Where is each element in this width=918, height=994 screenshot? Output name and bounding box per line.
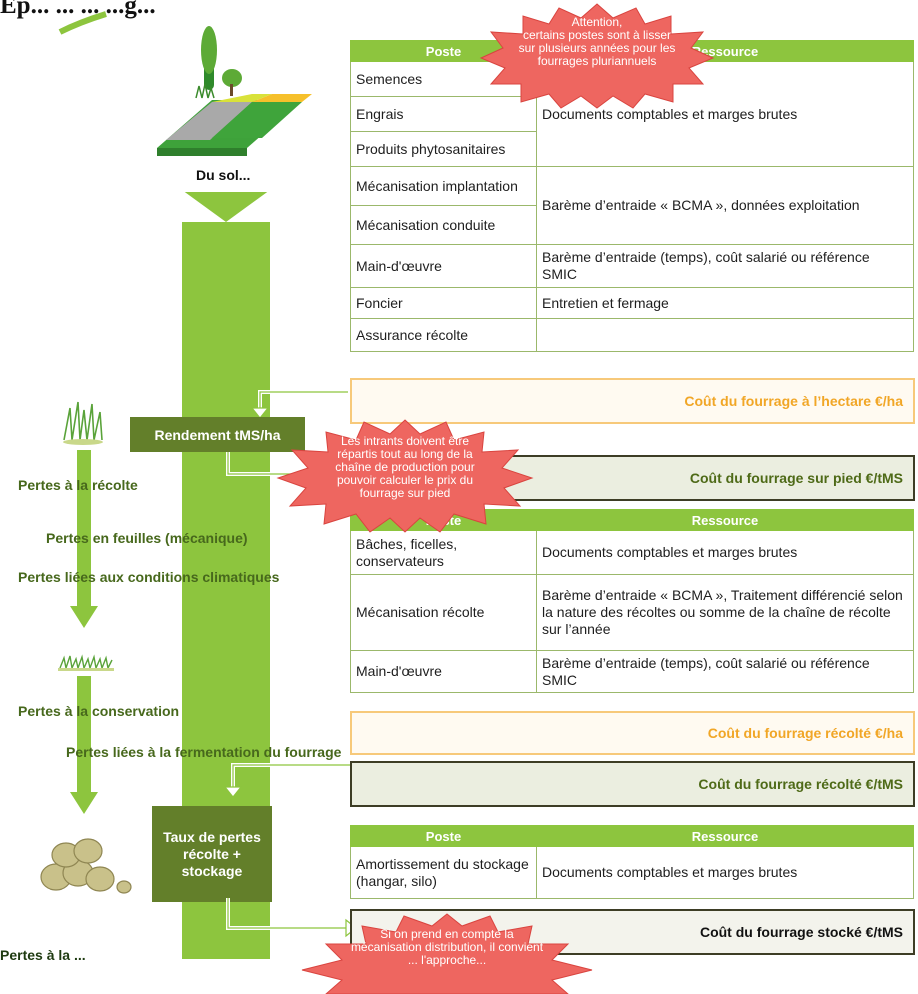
mown-grass-icon xyxy=(58,654,114,671)
ressource-cell: Barème d’entraide « BCMA », Traitement d… xyxy=(536,574,914,651)
poste-cell: Foncier xyxy=(350,287,537,319)
ressource-cell: Barème d’entraide (temps), coût salarié … xyxy=(536,244,914,288)
ressource-cell: Entretien et fermage xyxy=(536,287,914,319)
field-illustration xyxy=(157,26,312,156)
attention-note: Attention, certains postes sont à lisser… xyxy=(500,16,694,68)
table-stockage: Poste Ressource Amortissement du stockag… xyxy=(350,825,914,899)
burst-line: Si on prend en compte la xyxy=(380,927,514,941)
ressource-cell: Documents comptables et marges brutes xyxy=(536,530,914,575)
intrants-burst-icon xyxy=(276,419,534,533)
burst-line: Les intrants doivent être xyxy=(340,434,470,448)
poste-cell: Main-d'œuvre xyxy=(350,244,537,288)
ressource-cell xyxy=(536,318,914,352)
poste-cell: Main-d'œuvre xyxy=(350,650,537,693)
poste-cell: Produits phytosanitaires xyxy=(350,131,537,167)
ressource-cell: Barème d’entraide (temps), coût salarié … xyxy=(536,650,914,693)
header-ressource: Ressource xyxy=(536,825,914,847)
connector-arrow-icon xyxy=(223,763,350,798)
ressource-cell: Documents comptables et marges brutes xyxy=(536,846,914,899)
burst-line: fourrage sur pied xyxy=(359,486,451,500)
loss-arrow-icon xyxy=(70,450,98,628)
burst-line: pouvoir calculer le prix du xyxy=(336,473,474,487)
header-poste: Poste xyxy=(350,825,537,847)
top-arrow-icon xyxy=(58,11,107,35)
burst-line: ... l'approche... xyxy=(407,953,487,967)
pertes-climat-label: Pertes liées aux conditions climatiques xyxy=(18,569,280,585)
distribution-note: Si on prend en compte la mécanisation di… xyxy=(318,928,576,967)
burst-line: fourrages pluriannuels xyxy=(537,54,657,68)
poste-cell: Assurance récolte xyxy=(350,318,537,352)
taux-pertes-box: Taux de pertes récolte + stockage xyxy=(152,806,272,902)
burst-line: Attention, xyxy=(571,15,623,29)
pertes-conservation-label: Pertes à la conservation xyxy=(18,703,180,719)
cost-recolte-ha-box: Coût du fourrage récolté €/ha xyxy=(350,711,915,755)
cost-hectare-box: Coût du fourrage à l’hectare €/ha xyxy=(350,378,915,424)
loss-arrow-icon xyxy=(70,676,98,814)
pertes-fermentation-label: Pertes liées à la fermentation du fourra… xyxy=(66,744,342,760)
intrants-note: Les intrants doivent être répartis tout … xyxy=(296,435,514,500)
poste-cell: Amortissement du stockage (hangar, silo) xyxy=(350,846,537,899)
burst-line: sur plusieurs années pour les xyxy=(518,41,676,55)
bales-icon xyxy=(40,838,132,894)
poste-cell: Mécanisation récolte xyxy=(350,574,537,651)
pertes-bottom-label: Pertes à la ... xyxy=(0,947,86,963)
page-title: Ép... ... ... ...g... xyxy=(0,0,156,19)
poste-cell: Bâches, ficelles, conservateurs xyxy=(350,530,537,575)
connector-arrow-icon xyxy=(250,390,350,419)
pertes-recolte-label: Pertes à la récolte xyxy=(18,477,138,493)
du-sol-label: Du sol... xyxy=(196,167,251,183)
burst-line: répartis tout au long de la xyxy=(337,447,473,461)
rendement-box: Rendement tMS/ha xyxy=(130,417,305,452)
grass-icon xyxy=(63,401,103,445)
header-ressource: Ressource xyxy=(536,509,914,531)
burst-line: mécanisation distribution, il convient xyxy=(350,940,544,954)
burst-line: certains postes sont à lisser xyxy=(522,28,672,42)
pertes-feuilles-label: Pertes en feuilles (mécanique) xyxy=(46,530,248,546)
table-recolte: Poste Ressource Bâches, ficelles, conser… xyxy=(350,509,914,693)
poste-cell: Mécanisation implantation xyxy=(350,166,537,206)
burst-line: chaîne de production pour xyxy=(335,460,475,474)
poste-cell: Mécanisation conduite xyxy=(350,205,537,245)
cost-recolte-tms-box: Coût du fourrage récolté €/tMS xyxy=(350,761,915,807)
ressource-cell: Barème d’entraide « BCMA », données expl… xyxy=(536,166,914,245)
attention-burst-icon xyxy=(479,3,715,109)
arrow-notch xyxy=(182,190,270,222)
